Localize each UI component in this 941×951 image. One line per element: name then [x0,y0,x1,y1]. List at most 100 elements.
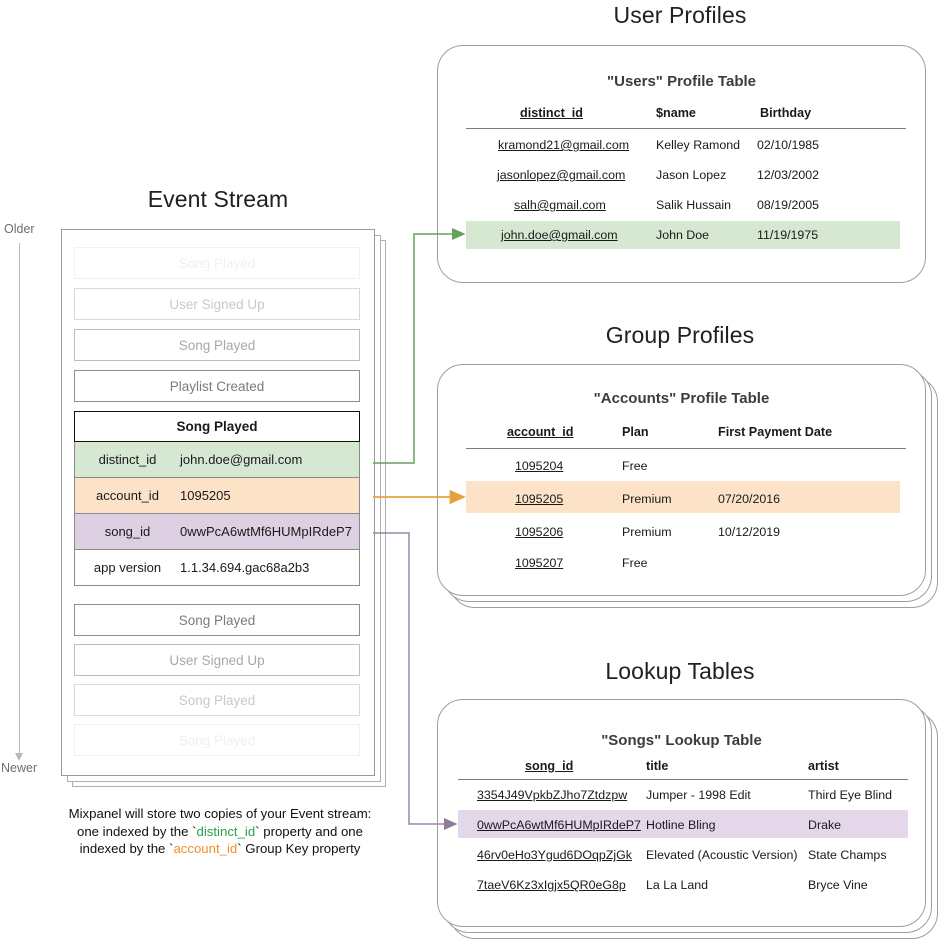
event-property-app-version: app version 1.1.34.694.gac68a2b3 [74,550,360,586]
users-row-highlight [466,221,900,249]
event-label: Song Played [178,612,256,628]
event-box[interactable]: Playlist Created [74,370,360,402]
user-profiles-section-title: User Profiles [613,2,747,28]
users-col-name: $name [656,106,696,120]
accounts-cell-account-id: 1095205 [515,492,564,506]
accounts-cell-account-id: 1095206 [515,525,564,539]
event-label: Song Played [178,732,256,748]
users-cell-name: Salik Hussain [656,198,732,212]
event-box[interactable]: Song Played [74,247,360,279]
property-key: app version [93,560,162,575]
caption-line2-prefix: one indexed by the ` [77,823,197,839]
users-table-title: "Users" Profile Table [607,73,756,90]
event-label: Song Played [178,692,256,708]
songs-col-artist: artist [808,759,839,773]
focused-event-header[interactable]: Song Played [74,411,360,442]
users-col-birthday: Birthday [760,106,812,120]
songs-cell-title: Jumper - 1998 Edit [646,788,751,802]
event-box[interactable]: Song Played [74,684,360,716]
users-cell-birthday: 11/19/1975 [757,228,819,242]
lookup-tables-section-title: Lookup Tables [605,658,755,684]
users-cell-birthday: 12/03/2002 [757,168,820,182]
songs-cell-song-id: 7taeV6Kz3xIgjx5QR0eG8p [477,878,626,892]
accounts-cell-first-payment: 07/20/2016 [718,492,781,506]
event-property-distinct-id: distinct_id john.doe@gmail.com [74,442,360,478]
property-key: distinct_id [98,452,157,467]
group-profiles-section-title: Group Profiles [605,322,755,348]
users-header-rule [466,128,906,130]
property-key: song_id [104,524,151,539]
event-label: User Signed Up [169,652,265,668]
event-property-song-id: song_id 0wwPcA6wtMf6HUMpIRdeP7 [74,514,360,550]
songs-row-highlight [458,810,908,838]
songs-cell-song-id: 46rv0eHo3Ygud6DOqpZjGk [477,848,632,862]
users-cell-distinct-id: kramond21@gmail.com [498,138,630,152]
timeline-axis-line [19,243,20,755]
event-stream-caption: Mixpanel will store two copies of your E… [40,805,400,858]
event-label: Song Played [178,255,256,271]
accounts-col-plan: Plan [622,425,649,439]
event-stream-title: Event Stream [147,186,289,212]
event-property-account-id: account_id 1095205 [74,478,360,514]
caption-line2-suffix: ` property and one [255,823,363,839]
caption-distinct-id-token: distinct_id [196,823,256,839]
event-stream-container: Song Played User Signed Up Song Played P… [61,229,375,776]
songs-header-rule [458,779,908,781]
songs-cell-artist: State Champs [808,848,887,862]
accounts-cell-account-id: 1095204 [515,459,564,473]
focused-event-name: Song Played [176,419,258,434]
songs-cell-title: Elevated (Acoustic Version) [646,848,798,862]
caption-line-1: Mixpanel will store two copies of your E… [68,806,372,821]
caption-line-3: indexed by the `account_id` Group Key pr… [40,840,400,858]
timeline-newer-label: Newer [1,761,38,775]
event-box[interactable]: User Signed Up [74,288,360,320]
songs-cell-title: Hotline Bling [646,818,716,832]
accounts-col-account-id: account_id [507,425,574,439]
accounts-cell-plan: Free [622,556,648,570]
event-box[interactable]: Song Played [74,604,360,636]
songs-cell-song-id: 3354J49VpkbZJho7Ztdzpw [477,788,628,802]
songs-col-song-id: song_id [525,759,574,773]
songs-cell-title: La La Land [646,878,709,892]
property-value: john.doe@gmail.com [180,452,303,467]
property-value: 1095205 [180,488,231,503]
group-profiles-card [437,364,926,596]
event-label: User Signed Up [169,296,265,312]
timeline-arrow-icon [15,753,23,761]
accounts-cell-plan: Premium [622,492,672,506]
accounts-table-title: "Accounts" Profile Table [593,390,770,407]
property-value: 1.1.34.694.gac68a2b3 [180,560,310,575]
users-col-distinct-id: distinct_id [520,106,583,120]
songs-col-title: title [646,759,669,773]
users-cell-distinct-id: john.doe@gmail.com [501,228,618,242]
caption-line3-prefix: indexed by the ` [79,841,174,856]
users-cell-name: Jason Lopez [656,168,727,182]
songs-cell-artist: Drake [808,818,842,832]
users-cell-distinct-id: salh@gmail.com [514,198,606,212]
accounts-cell-account-id: 1095207 [515,556,564,570]
users-cell-birthday: 02/10/1985 [757,138,820,152]
event-label: Playlist Created [169,378,265,394]
accounts-header-rule [466,448,906,450]
users-cell-distinct-id: jasonlopez@gmail.com [497,168,626,182]
accounts-cell-plan: Free [622,459,648,473]
users-cell-name: Kelley Ramond [656,138,741,152]
songs-table-title: "Songs" Lookup Table [601,732,762,749]
accounts-cell-plan: Premium [622,525,672,539]
songs-cell-song-id: 0wwPcA6wtMf6HUMpIRdeP7 [477,818,641,832]
event-label: Song Played [178,337,256,353]
songs-cell-artist: Bryce Vine [808,878,868,892]
caption-account-id-token: account_id [173,841,238,856]
accounts-col-first-payment-date: First Payment Date [718,425,833,439]
property-key: account_id [96,488,159,503]
caption-line-2: one indexed by the `distinct_id` propert… [40,823,400,841]
accounts-row-highlight [466,481,900,513]
songs-cell-artist: Third Eye Blind [808,788,893,802]
event-box[interactable]: User Signed Up [74,644,360,676]
event-box[interactable]: Song Played [74,329,360,361]
property-value: 0wwPcA6wtMf6HUMpIRdeP7 [180,524,352,539]
timeline-older-label: Older [4,222,35,236]
accounts-cell-first-payment: 10/12/2019 [718,525,781,539]
event-box[interactable]: Song Played [74,724,360,756]
